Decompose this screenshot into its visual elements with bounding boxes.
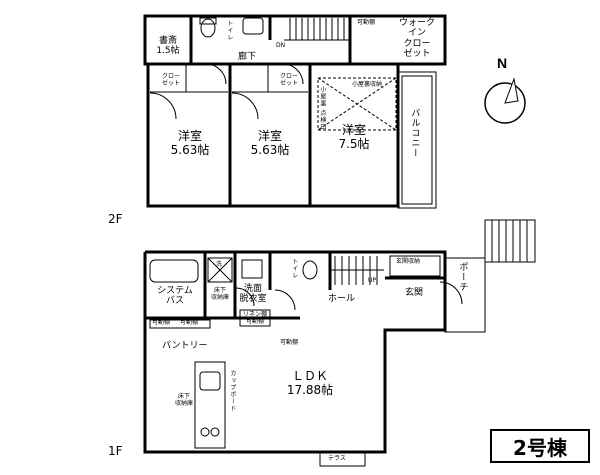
- stairs-2f: [284, 18, 350, 41]
- under-floor-storage-2: 床下 収納庫: [174, 393, 193, 407]
- stairs-dn-label: DN: [276, 42, 286, 49]
- room-toilet-1f: トイレ: [290, 258, 298, 279]
- room-ldk-name: ＬＤＫ: [291, 369, 328, 383]
- terrace-label: テラス: [328, 455, 346, 462]
- stairs-1f: [330, 256, 384, 285]
- room-pantry: パントリー: [162, 341, 208, 351]
- compass-north-label: N: [497, 55, 508, 71]
- linen-shelf: リネン棚 可動棚: [242, 311, 267, 325]
- room-walk-in-closet: ウォーク イン クロー ゼット: [398, 18, 435, 60]
- room-toilet-2f: トイレ: [225, 20, 233, 41]
- compass-icon: [484, 77, 526, 127]
- movable-shelf-2f: 可動棚: [357, 19, 376, 26]
- room-closet-1: クロー ゼット: [161, 73, 180, 87]
- room-study: 書斎 1.5帖: [148, 36, 188, 57]
- room-hall: ホール: [328, 294, 356, 304]
- room-western-3: 洋室 7.5帖: [318, 123, 390, 152]
- room-western-2: 洋室 5.63帖: [235, 129, 305, 158]
- outside-steps: [484, 219, 536, 263]
- floor-label-2f: 2F: [108, 212, 123, 226]
- room-western-1-name: 洋室: [177, 129, 202, 143]
- room-study-size: 1.5帖: [156, 46, 180, 57]
- room-system-bath: システム バス: [157, 286, 193, 307]
- room-western-1-size: 5.63帖: [170, 142, 210, 157]
- room-closet-2: クロー ゼット: [279, 73, 298, 87]
- cupboard-label: カップボード: [228, 370, 236, 412]
- room-attic-storage: 小屋裏収納: [352, 81, 383, 88]
- room-hallway: 廊下: [238, 52, 257, 62]
- under-floor-storage-1: 床下 収納庫: [210, 287, 229, 301]
- room-ldk: ＬＤＫ 17.88帖: [270, 369, 350, 398]
- room-western-3-name: 洋室: [341, 123, 366, 137]
- entrance-storage: 玄関収納: [396, 258, 421, 265]
- room-western-3-size: 7.5帖: [338, 136, 370, 151]
- attic-hatch: 小屋裏 点検口: [318, 86, 326, 131]
- room-washroom: 洗面 脱衣室: [239, 284, 267, 305]
- stairs-up-label: UP: [368, 277, 377, 284]
- room-ldk-size: 17.88帖: [286, 382, 334, 397]
- room-western-1: 洋室 5.63帖: [155, 129, 225, 158]
- washer-label: 洗: [216, 261, 223, 268]
- room-entrance: 玄関: [405, 288, 424, 298]
- room-western-2-name: 洋室: [257, 129, 282, 143]
- movable-shelf-1f-3: 可動棚: [280, 339, 299, 346]
- movable-shelf-1f-2: 可動棚: [180, 319, 199, 326]
- floor-label-1f: 1F: [108, 444, 123, 458]
- room-western-2-size: 5.63帖: [250, 142, 290, 157]
- room-study-name: 書斎: [158, 36, 177, 46]
- movable-shelf-1f-1: 可動棚: [152, 319, 171, 326]
- first-floor-walls: [143, 250, 447, 454]
- room-balcony: バルコニー: [409, 108, 420, 158]
- unit-number-badge: 2号棟: [490, 429, 590, 463]
- room-porch: ポーチ: [457, 262, 468, 292]
